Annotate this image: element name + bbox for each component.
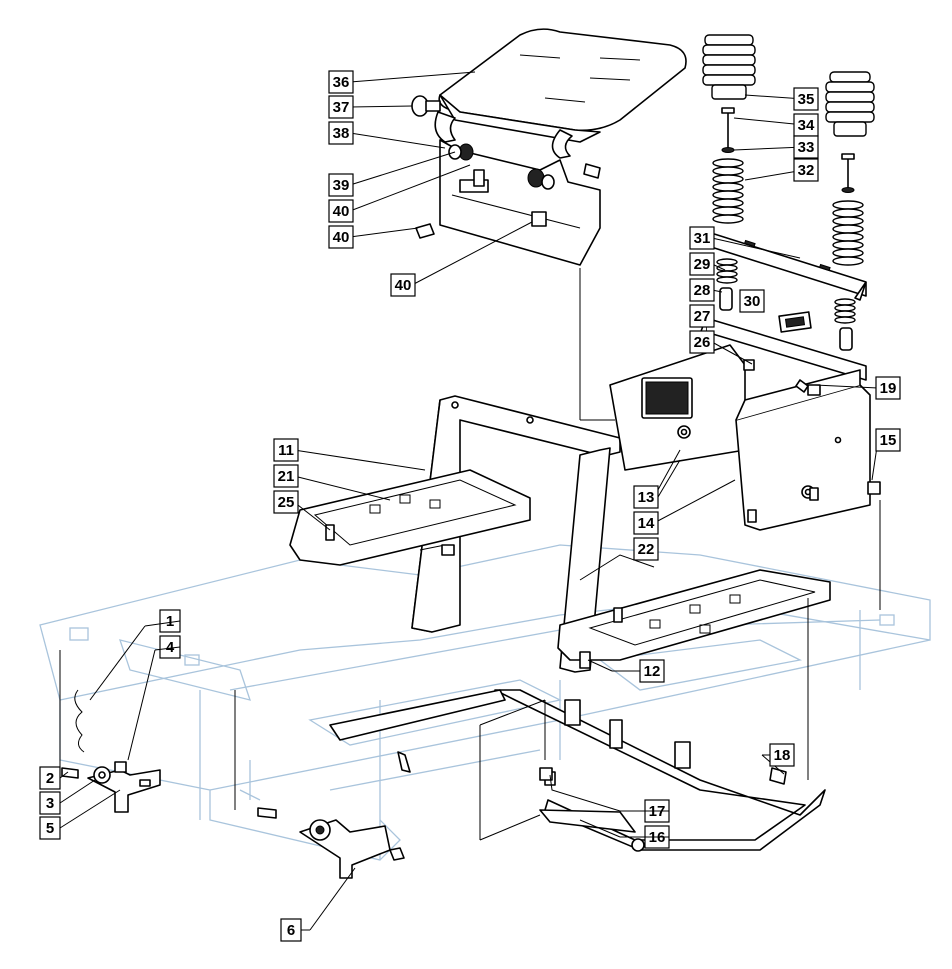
svg-text:26: 26 [694, 334, 711, 351]
callout-20: 21 [273, 464, 299, 488]
rod-assembly-16 [329, 689, 826, 852]
bracket-5 [61, 689, 161, 813]
svg-text:27: 27 [694, 308, 711, 325]
callout-27: 28 [689, 278, 715, 302]
svg-text:18: 18 [774, 747, 791, 764]
svg-text:34: 34 [798, 117, 815, 134]
svg-text:3: 3 [46, 795, 54, 812]
svg-text:40: 40 [333, 203, 350, 220]
svg-text:30: 30 [744, 293, 761, 310]
callout-6: 6 [280, 918, 302, 942]
callout-15: 15 [875, 428, 901, 452]
mounting-plate-13 [609, 344, 746, 471]
svg-text:31: 31 [694, 230, 711, 247]
callout-19: 19 [875, 376, 901, 400]
bracket-6 [257, 807, 405, 879]
svg-text:6: 6 [287, 922, 295, 939]
callout-39: 40 [328, 199, 354, 223]
callout-25: 26 [689, 330, 715, 354]
callout-26: 27 [689, 304, 715, 328]
svg-text:15: 15 [880, 432, 897, 449]
callout-36: 37 [328, 95, 354, 119]
callout-11: 11 [273, 438, 299, 462]
callout-5: 5 [39, 816, 61, 840]
footrest-left-20 [289, 469, 531, 566]
svg-text:40: 40 [333, 229, 350, 246]
svg-text:4: 4 [166, 639, 175, 656]
svg-text:21: 21 [278, 468, 295, 485]
svg-text:37: 37 [333, 99, 350, 116]
svg-text:1: 1 [166, 613, 174, 630]
svg-text:14: 14 [638, 515, 655, 532]
callout-30: 31 [689, 226, 715, 250]
footrest-right-21 [557, 569, 831, 669]
callout-28: 29 [689, 252, 715, 276]
svg-text:11: 11 [278, 442, 294, 459]
bump-stop-right [825, 71, 875, 137]
callout-18: 18 [769, 743, 795, 767]
suspension-springs [702, 34, 875, 351]
leader-lines [59, 71, 879, 931]
svg-text:35: 35 [798, 91, 815, 108]
callout-14: 14 [633, 511, 659, 535]
callout-13: 13 [633, 485, 659, 509]
callout-2: 2 [39, 766, 61, 790]
coil-spring-left [712, 158, 744, 224]
callout-22: 25 [273, 490, 299, 514]
svg-text:13: 13 [638, 489, 655, 506]
svg-text:38: 38 [333, 125, 350, 142]
callout-40-b: 40 [390, 273, 416, 297]
callout-37: 38 [328, 121, 354, 145]
callout-29: 30 [739, 289, 765, 313]
callout-3: 3 [39, 791, 61, 815]
svg-text:2: 2 [46, 770, 54, 787]
bump-stop-left [702, 34, 756, 100]
small-spring-right [834, 298, 856, 324]
small-spring-left [716, 258, 738, 284]
svg-text:22: 22 [638, 541, 655, 558]
seat-assembly [411, 28, 687, 266]
fasteners [539, 359, 881, 781]
svg-text:5: 5 [46, 820, 54, 837]
callout-33: 34 [793, 113, 819, 137]
svg-text:25: 25 [278, 494, 295, 511]
callout-34: 35 [793, 87, 819, 111]
svg-text:32: 32 [798, 162, 815, 179]
svg-text:28: 28 [694, 282, 711, 299]
callout-31: 32 [793, 158, 819, 182]
callout-21: 22 [633, 537, 659, 561]
callout-32: 33 [793, 135, 819, 159]
callout-4: 4 [159, 635, 181, 659]
callout-35: 36 [328, 70, 354, 94]
label-connectors [144, 459, 770, 931]
coil-spring-right [832, 200, 864, 266]
callout-38: 39 [328, 173, 354, 197]
svg-text:19: 19 [880, 380, 897, 397]
callout-12: 12 [639, 659, 665, 683]
svg-text:39: 39 [333, 177, 350, 194]
callout-40-a: 40 [328, 225, 354, 249]
mounting-plate-14 [735, 369, 871, 531]
svg-text:33: 33 [798, 139, 815, 156]
svg-text:12: 12 [644, 663, 661, 680]
svg-text:36: 36 [333, 74, 350, 91]
alignment-lines [59, 268, 881, 841]
seat-rails [699, 231, 867, 381]
svg-text:40: 40 [395, 277, 412, 294]
svg-text:29: 29 [694, 256, 711, 273]
